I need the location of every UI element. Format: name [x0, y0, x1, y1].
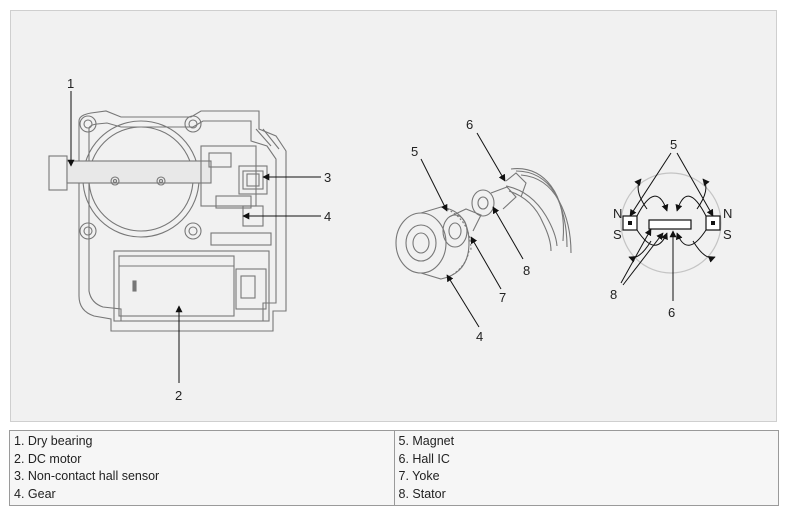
pole-n-right: N	[723, 206, 732, 221]
callout-7: 7	[499, 290, 506, 305]
callout-3: 3	[324, 170, 331, 185]
throttle-body-drawing	[48, 110, 287, 332]
figure-panel: 1 3 4 2 5 6 8 7 4	[10, 10, 777, 422]
callout-1: 1	[67, 76, 74, 91]
legend-table: 1. Dry bearing 2. DC motor 3. Non-contac…	[9, 430, 779, 506]
callouts-middle	[420, 132, 524, 328]
callout-5-right: 5	[670, 137, 677, 152]
callout-5-middle: 5	[411, 144, 418, 159]
legend-column-right: 5. Magnet 6. Hall IC 7. Yoke 8. Stator	[393, 430, 779, 506]
exploded-sensor-drawing	[395, 168, 572, 280]
callouts-left	[67, 91, 321, 383]
callout-4: 4	[324, 209, 331, 224]
callout-2: 2	[175, 388, 182, 403]
legend-item: 8. Stator	[398, 486, 446, 501]
legend-item: 1. Dry bearing	[14, 434, 93, 448]
pole-s-right: S	[723, 227, 732, 242]
legend-item: 3. Non-contact hall sensor	[14, 469, 160, 483]
callouts-right	[620, 152, 714, 301]
callout-6-middle: 6	[466, 117, 473, 132]
legend-item: 4. Gear	[14, 486, 56, 501]
legend-item: 2. DC motor	[14, 451, 82, 466]
pole-n-left: N	[613, 206, 622, 221]
pole-s-left: S	[613, 227, 622, 242]
magnetic-field-drawing	[620, 172, 722, 274]
callout-8-right: 8	[610, 287, 617, 302]
legend-item: 7. Yoke	[398, 469, 440, 483]
diagram-canvas: 1 3 4 2 5 6 8 7 4	[48, 76, 732, 403]
legend-column-left: 1. Dry bearing 2. DC motor 3. Non-contac…	[9, 430, 395, 506]
legend-item: 5. Magnet	[398, 434, 455, 448]
callout-8-middle: 8	[523, 263, 530, 278]
callout-4-middle: 4	[476, 329, 483, 344]
legend-item: 6. Hall IC	[398, 451, 450, 466]
callout-6-right: 6	[668, 305, 675, 320]
